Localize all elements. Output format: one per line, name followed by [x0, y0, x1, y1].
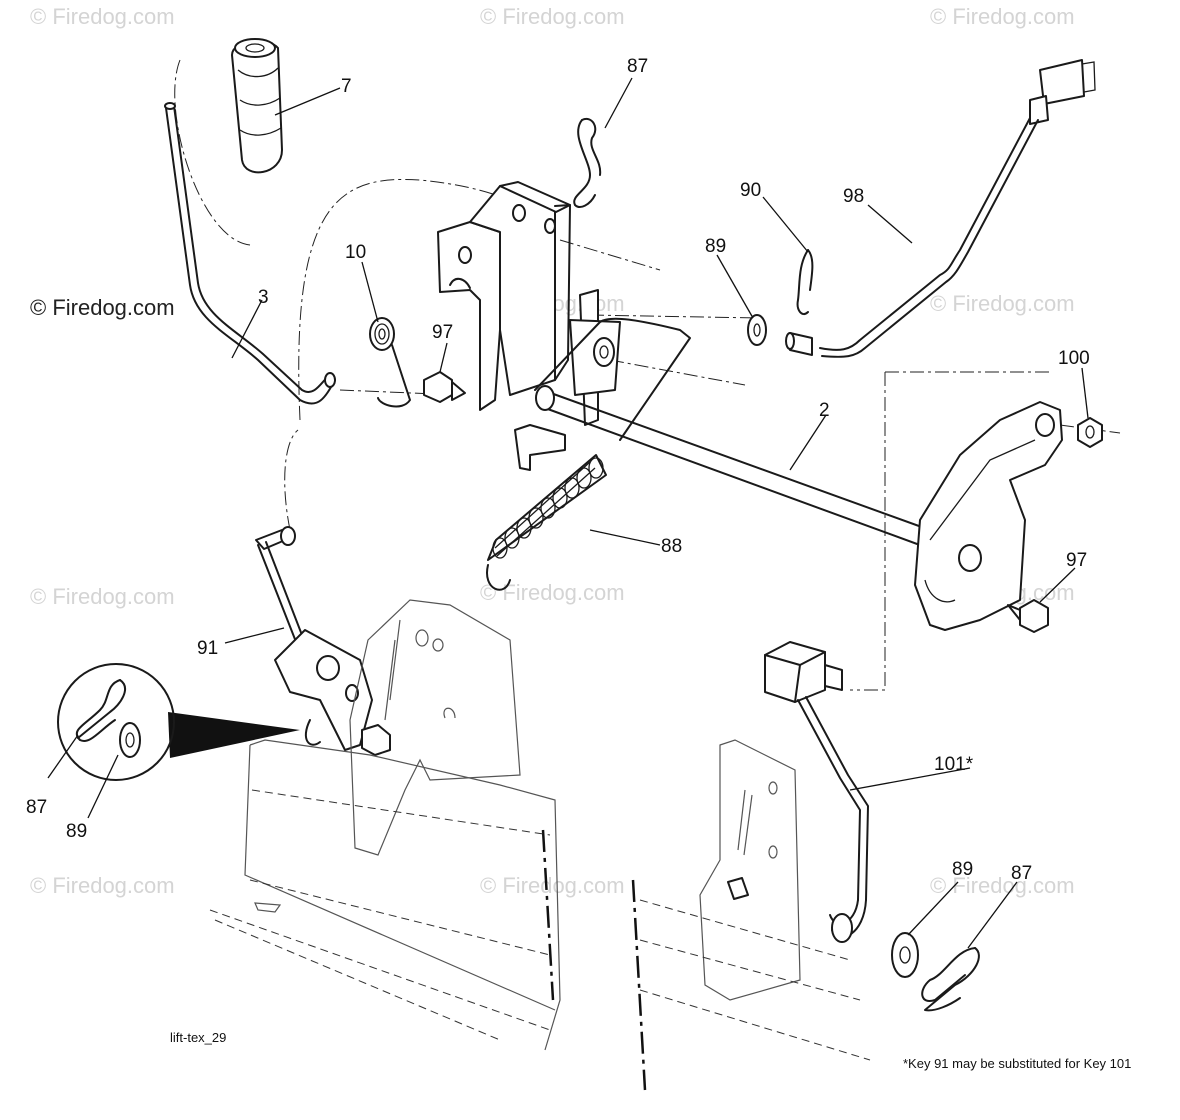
callout-98: 98: [843, 186, 864, 207]
callout-97: 97: [1066, 550, 1087, 571]
part-100-nut: [1077, 417, 1103, 448]
part-97-bolt-right: [1007, 599, 1049, 633]
part-90-clip: [796, 249, 814, 316]
part-3-lift-handle: [164, 102, 336, 405]
part-97-bolt-left: [423, 371, 466, 403]
watermark: © Firedog.com: [30, 873, 175, 898]
callout-88: 88: [661, 536, 682, 557]
substitution-note: *Key 91 may be substituted for Key 101: [903, 1056, 1131, 1071]
callout-100: 100: [1058, 348, 1090, 369]
left-deck: [209, 739, 561, 1051]
right-lift-arm: [914, 401, 1063, 631]
callout-87: 87: [26, 797, 47, 818]
detail-inset: [57, 663, 300, 781]
part-88-spring: [486, 317, 691, 591]
part-87-hairpin-bottom: [921, 947, 980, 1012]
callout-3: 3: [258, 287, 269, 308]
part-98-rod: [785, 59, 1096, 358]
watermark: © Firedog.com: [930, 4, 1075, 29]
callout-89: 89: [66, 821, 87, 842]
callout-97: 97: [432, 322, 453, 343]
part-91-link: [255, 526, 391, 756]
callout-7: 7: [341, 76, 352, 97]
part-101-rod: [764, 641, 869, 943]
watermark: © Firedog.com: [480, 4, 625, 29]
footer: lift-tex_29 *Key 91 may be substituted f…: [170, 1030, 1131, 1071]
right-frame-plate: [639, 739, 871, 1061]
watermark: © Firedog.com: [480, 580, 625, 605]
callout-2: 2: [819, 400, 830, 421]
watermark: © Firedog.com: [930, 291, 1075, 316]
part-89-washer-bottom: [891, 932, 919, 978]
part-7-grip: [231, 38, 283, 174]
callout-90: 90: [740, 180, 761, 201]
watermark-dark: © Firedog.com: [30, 295, 175, 320]
callout-89: 89: [952, 859, 973, 880]
left-frame-plate: [349, 599, 521, 856]
part-10-torsion-spring: [369, 317, 411, 408]
part-89-washer-top: [747, 314, 767, 346]
callout-87: 87: [627, 56, 648, 77]
callout-101: 101*: [934, 754, 974, 775]
watermark: © Firedog.com: [30, 4, 175, 29]
part-87-hairpin-top: [573, 117, 602, 208]
lift-bracket: [437, 181, 621, 471]
phantom-lines: [174, 59, 1121, 1091]
watermark: © Firedog.com: [30, 584, 175, 609]
drawing-id: lift-tex_29: [170, 1030, 226, 1045]
watermark: © Firedog.com: [480, 873, 625, 898]
callout-labels: 7 87 90 98 89 10 3 97 100 2 88 97 91 87 …: [26, 56, 1090, 884]
callout-91: 91: [197, 638, 218, 659]
leader-lines: [47, 77, 1089, 949]
callout-10: 10: [345, 242, 366, 263]
callout-89: 89: [705, 236, 726, 257]
callout-87: 87: [1011, 863, 1032, 884]
